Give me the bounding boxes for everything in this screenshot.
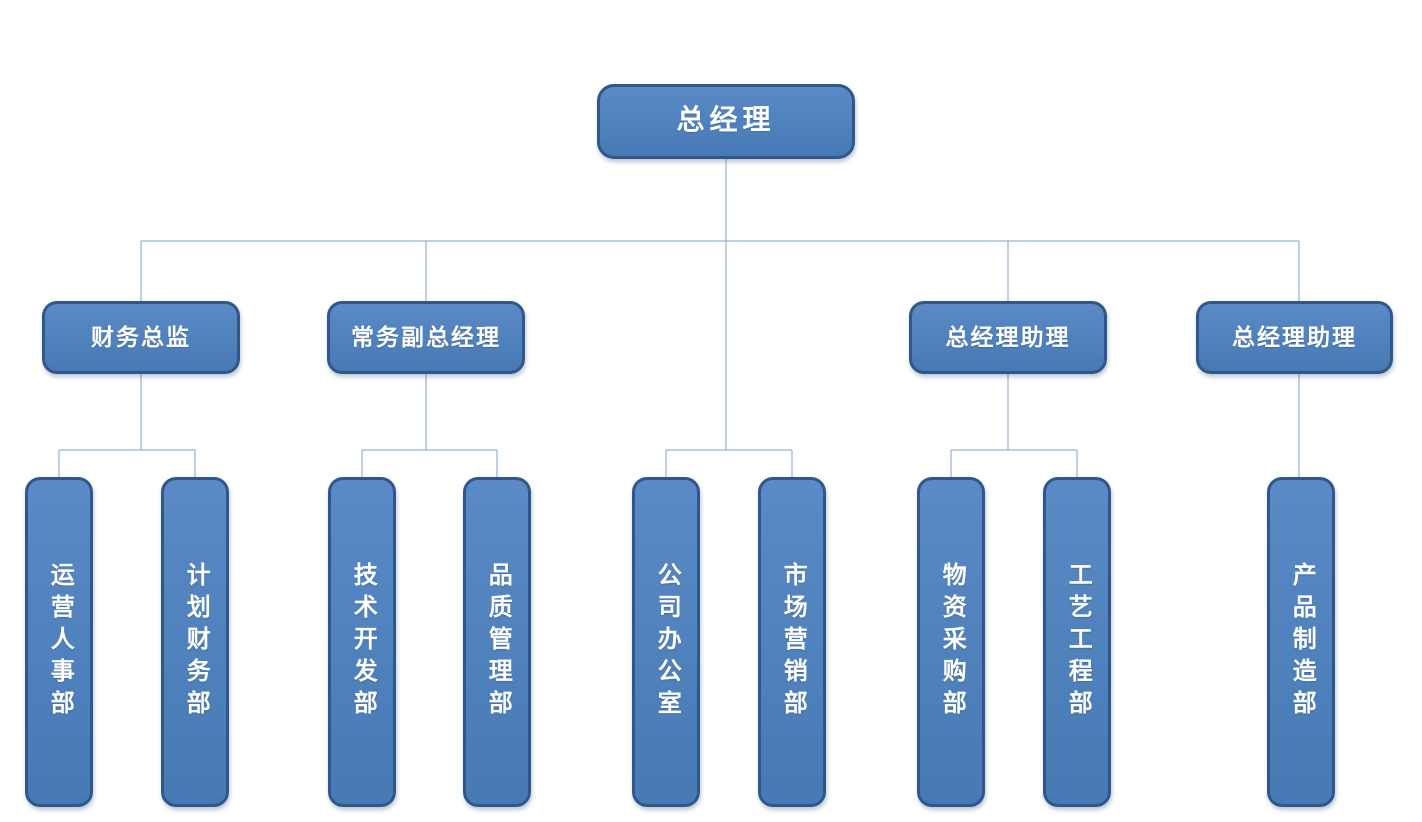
node-label: 总经理助理 [945, 324, 1071, 350]
node-dept-tech-development[interactable]: 技术开发部 [328, 477, 396, 807]
node-executive-deputy-gm[interactable]: 常务副总经理 [327, 301, 525, 374]
node-gm-assistant-1[interactable]: 总经理助理 [909, 301, 1107, 374]
node-dept-company-office[interactable]: 公司办公室 [632, 477, 700, 807]
node-label: 品质管理部 [484, 562, 511, 722]
node-label: 市场营销部 [779, 562, 806, 722]
node-label: 技术开发部 [349, 562, 376, 722]
node-dept-process-engineering[interactable]: 工艺工程部 [1043, 477, 1111, 807]
node-dept-product-manufacturing[interactable]: 产品制造部 [1267, 477, 1335, 807]
node-dept-marketing[interactable]: 市场营销部 [758, 477, 826, 807]
node-label: 公司办公室 [653, 562, 680, 722]
node-general-manager[interactable]: 总经理 [597, 84, 855, 159]
node-label: 工艺工程部 [1064, 562, 1091, 722]
node-dept-material-procurement[interactable]: 物资采购部 [917, 477, 985, 807]
node-label: 运营人事部 [46, 562, 73, 722]
node-label: 产品制造部 [1288, 562, 1315, 722]
node-dept-quality-management[interactable]: 品质管理部 [463, 477, 531, 807]
node-dept-operations-hr[interactable]: 运营人事部 [25, 477, 93, 807]
node-label: 总经理 [676, 105, 776, 137]
node-label: 常务副总经理 [351, 324, 501, 350]
node-label: 计划财务部 [182, 562, 209, 722]
node-finance-director[interactable]: 财务总监 [42, 301, 240, 374]
node-label: 财务总监 [91, 324, 191, 350]
node-dept-planning-finance[interactable]: 计划财务部 [161, 477, 229, 807]
node-label: 物资采购部 [938, 562, 965, 722]
node-label: 总经理助理 [1232, 324, 1357, 350]
node-gm-assistant-2[interactable]: 总经理助理 [1196, 301, 1393, 374]
